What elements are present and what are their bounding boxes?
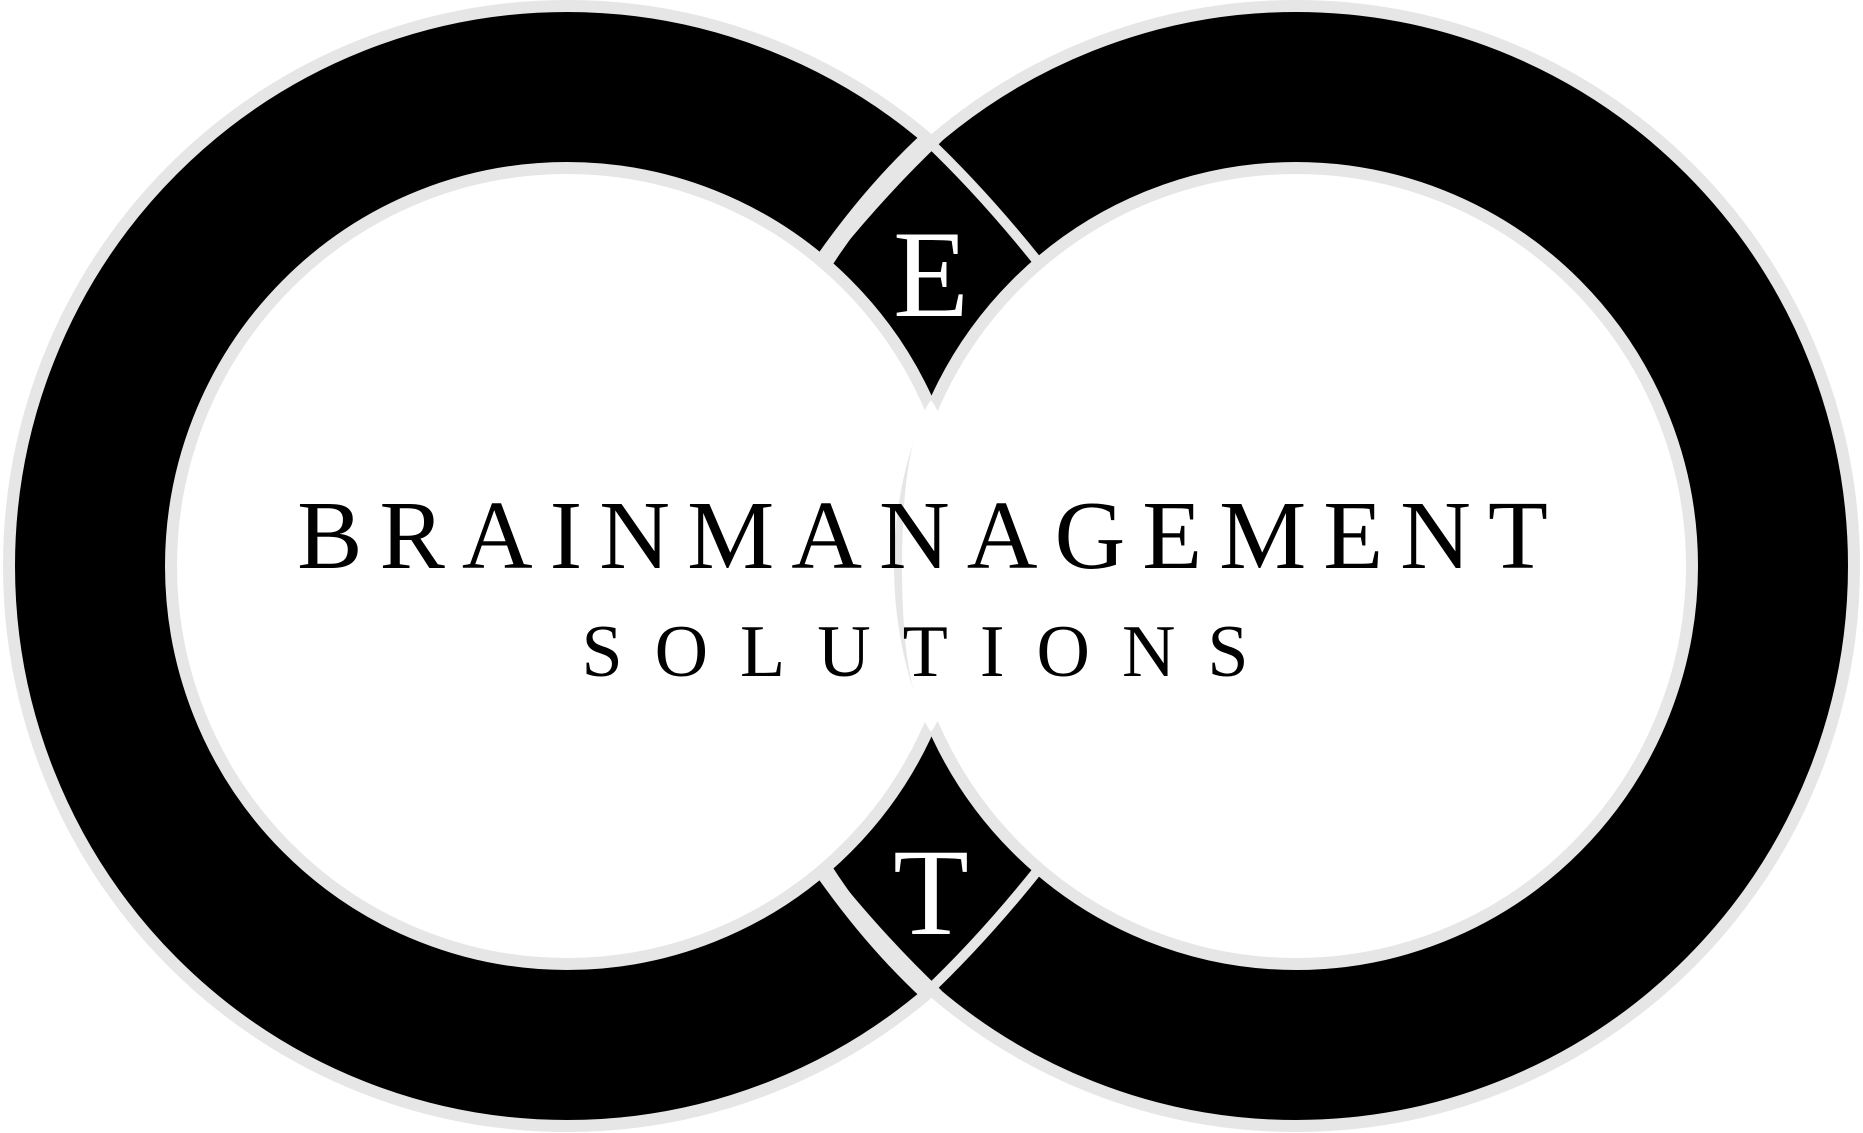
center-white-merge: [902, 400, 960, 732]
top-letter: E: [893, 206, 969, 343]
bottom-letter: T: [893, 824, 969, 961]
brand-title: BRAINMANAGEMENT: [297, 482, 1565, 590]
brand-subtitle: SOLUTIONS: [581, 611, 1280, 693]
crossing-outline-bottom: [816, 868, 931, 999]
right-ring-hole: [894, 162, 1698, 970]
inner-holes: [165, 162, 1698, 970]
crossing-outline-top: [816, 133, 931, 264]
overlap-separators: [821, 134, 1042, 998]
